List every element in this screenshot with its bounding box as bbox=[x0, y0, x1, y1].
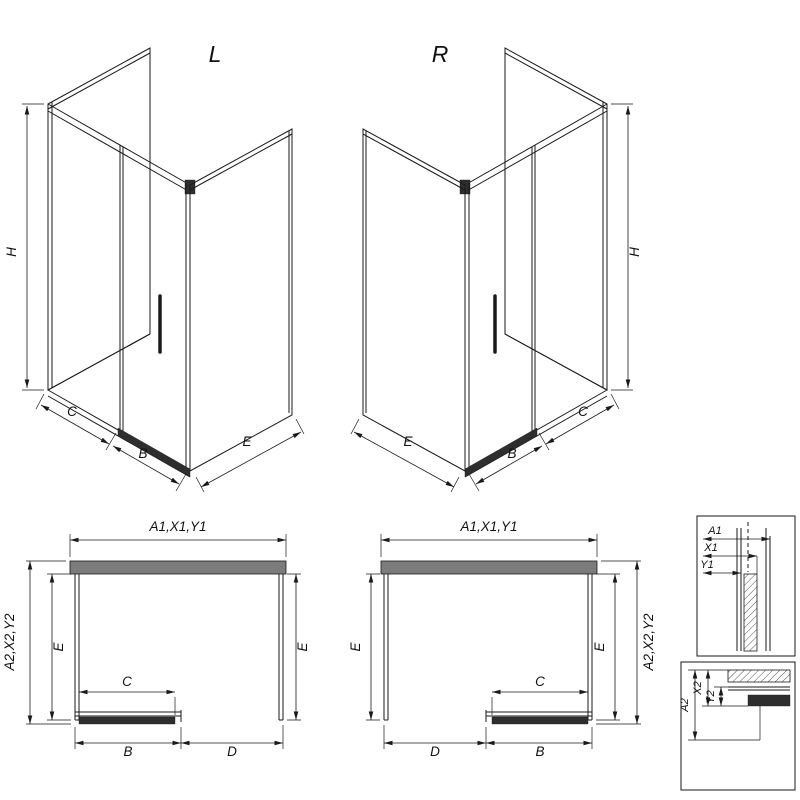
plan-l-label-a2: A2,X2,Y2 bbox=[2, 613, 17, 672]
plan-l-label-e-left: E bbox=[51, 642, 66, 652]
dim-ext-a2 bbox=[26, 560, 71, 725]
dim-line-e bbox=[200, 431, 302, 488]
plan-geometry-mirrored bbox=[366, 534, 641, 749]
plan-view-right: A1,X1,Y1 A2,X2,Y2 E E C D B bbox=[348, 519, 656, 759]
plan-geometry bbox=[26, 534, 301, 749]
plan-r-label-c: C bbox=[535, 674, 545, 689]
plan-l-label-c: C bbox=[122, 674, 132, 689]
detail-bottom-label-a2: A2 bbox=[679, 698, 691, 712]
detail-section-top: A1 X1 Y1 bbox=[696, 515, 796, 657]
dim-label-b-r: B bbox=[507, 446, 516, 461]
detail-bottom-wall-section bbox=[727, 669, 791, 683]
dim-label-h-l: H bbox=[4, 247, 19, 257]
plan-r-label-e-right: E bbox=[592, 642, 607, 652]
side-glass-plan bbox=[74, 574, 284, 721]
plan-view-left: A1,X1,Y1 A2,X2,Y2 E E C B D bbox=[2, 519, 310, 759]
dim-line-b bbox=[112, 445, 180, 485]
dim-ext-c bbox=[78, 697, 176, 715]
plan-r-label-a1: A1,X1,Y1 bbox=[459, 519, 517, 534]
detail-section-bottom: A2 X2 Y2 bbox=[679, 661, 796, 791]
plan-r-label-a2: A2,X2,Y2 bbox=[641, 613, 656, 672]
sliding-door bbox=[119, 145, 187, 469]
dim-ext-cbe bbox=[35, 393, 305, 493]
variant-label-l: L bbox=[209, 41, 222, 67]
plan-r-label-e-left: E bbox=[348, 642, 363, 652]
plan-l-label-b: B bbox=[123, 744, 132, 759]
door-slab-plan bbox=[78, 716, 176, 725]
iso-geometry-mirrored bbox=[351, 48, 633, 492]
plan-l-label-a1: A1,X1,Y1 bbox=[148, 519, 206, 534]
iso-geometry bbox=[22, 47, 305, 493]
detail-bottom-frame bbox=[680, 661, 796, 791]
plan-l-label-e-right: E bbox=[295, 642, 310, 652]
variant-label-r: R bbox=[432, 41, 449, 67]
top-rail bbox=[47, 103, 191, 193]
detail-top-wall-section bbox=[743, 573, 758, 652]
back-left-glass-panel bbox=[47, 47, 151, 391]
dim-label-e-l: E bbox=[242, 434, 252, 449]
iso-view-right: R H C B E bbox=[351, 41, 642, 492]
dim-label-b-l: B bbox=[138, 446, 147, 461]
detail-bottom-door-profile bbox=[747, 694, 791, 707]
detail-top-label-a1: A1 bbox=[707, 525, 721, 537]
detail-bottom-glass-lines bbox=[728, 686, 790, 691]
dim-ext-h bbox=[22, 103, 44, 391]
detail-top-frame bbox=[696, 515, 796, 657]
door-rail-plan bbox=[75, 710, 182, 722]
wall-profile-bar bbox=[69, 560, 287, 575]
detail-bottom-label-y2: Y2 bbox=[705, 690, 717, 703]
dim-label-h-r: H bbox=[627, 247, 642, 257]
detail-top-label-y1: Y1 bbox=[700, 559, 713, 571]
iso-view-left: L H C B E bbox=[4, 41, 305, 493]
dim-ext-bd bbox=[74, 725, 284, 749]
plan-r-label-b: B bbox=[535, 744, 544, 759]
detail-top-label-x1: X1 bbox=[703, 542, 717, 554]
plan-r-label-d: D bbox=[430, 744, 440, 759]
dim-label-c-r: C bbox=[578, 404, 588, 419]
plan-l-label-d: D bbox=[227, 744, 237, 759]
detail-top-profile-lines bbox=[736, 528, 771, 651]
side-glass-panel bbox=[189, 128, 293, 472]
dim-line-c bbox=[40, 404, 110, 445]
dim-ext-a1 bbox=[69, 534, 287, 557]
dim-label-c-l: C bbox=[67, 404, 77, 419]
detail-bottom-label-x2: X2 bbox=[692, 681, 704, 695]
dim-label-e-r: E bbox=[403, 434, 413, 449]
